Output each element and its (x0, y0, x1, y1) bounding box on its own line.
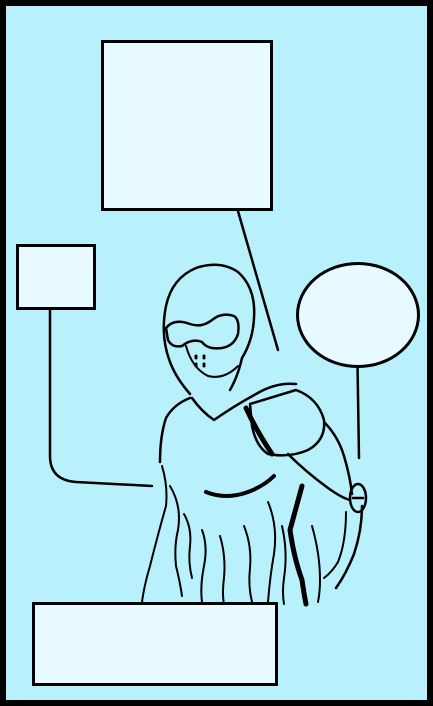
chin-guard (186, 346, 238, 377)
torso-contour-7 (282, 526, 286, 604)
torso-contour-1 (170, 486, 182, 596)
side-seam (290, 486, 306, 604)
leader-line-left (50, 306, 152, 486)
chest-line (206, 476, 274, 496)
torso-contour-5 (244, 526, 252, 602)
label-box-left (16, 244, 96, 310)
label-box-top (101, 40, 273, 211)
visor-outline (166, 315, 239, 349)
collar-line (192, 384, 296, 420)
arm-upper-inner (288, 454, 350, 500)
label-box-bottom (32, 602, 278, 686)
helmet-vents (196, 356, 204, 366)
arm-upper-outer (324, 422, 352, 494)
shoulder-pad-shade (246, 408, 272, 454)
label-ellipse-right (296, 262, 420, 368)
torso-contour-4 (220, 536, 225, 604)
shoulder-pad (250, 390, 324, 455)
hip-contour (312, 526, 320, 602)
torso-contour-6 (268, 502, 275, 602)
shoulder-left (160, 398, 190, 462)
forearm (336, 506, 362, 588)
diagram-panel (6, 6, 427, 700)
torso-contour-3 (201, 530, 205, 602)
torso-contour-2 (184, 514, 192, 578)
forearm-inner (324, 512, 346, 578)
helmet-outline (164, 265, 254, 394)
